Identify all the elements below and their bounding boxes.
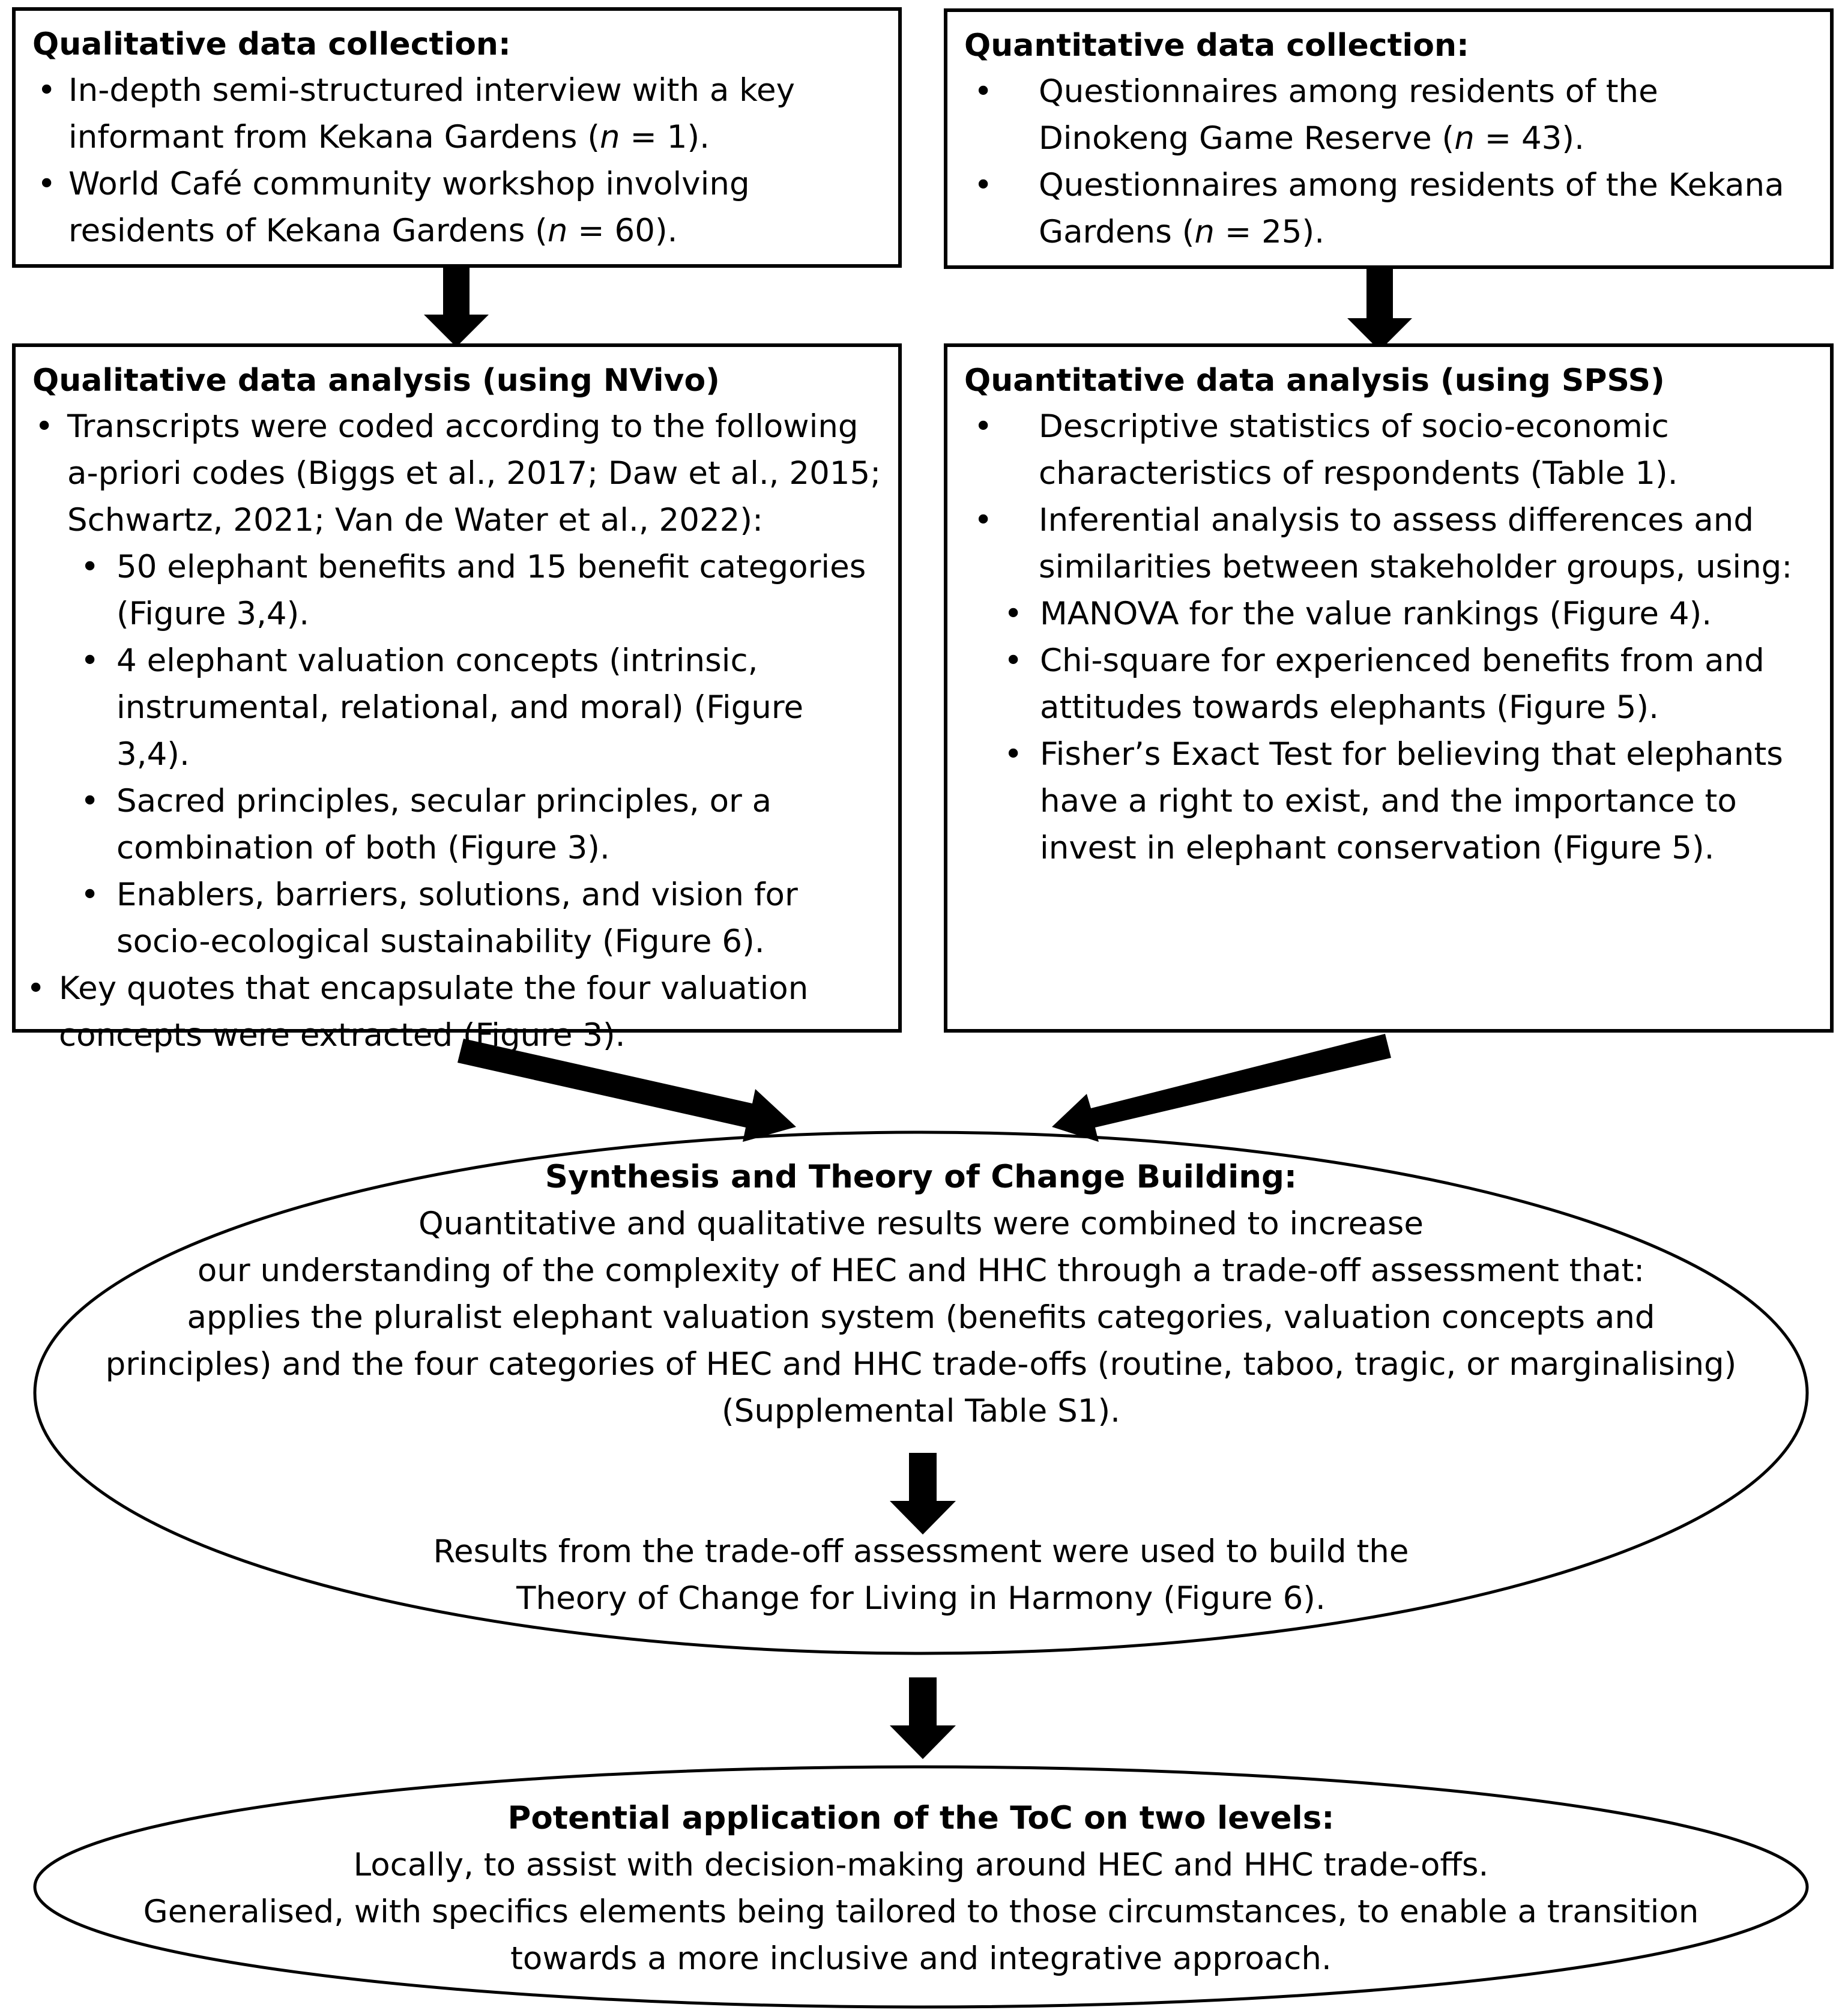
application-line: Locally, to assist with decision-making … [353, 1847, 1489, 1883]
synthesis-line: our understanding of the complexity of H… [197, 1252, 1645, 1289]
arrow-synthesis-to-results [890, 1453, 956, 1535]
qualitative-collection-title: Qualitative data collection: [32, 26, 511, 62]
arrow-qual-collection-to-analysis [424, 264, 489, 347]
arrow-quant-collection-to-analysis [1347, 267, 1412, 351]
qualitative-collection-item: In-depth semi-structured interview with … [32, 67, 881, 161]
coding-sub-item: Sacred principles, secular principles, o… [73, 778, 881, 872]
quantitative-collection-title: Quantitative data collection: [964, 28, 1469, 64]
inferential-sub-item: Fisher’s Exact Test for believing that e… [997, 731, 1813, 872]
application-ellipse [33, 1765, 1809, 2009]
qualitative-analysis-item: Key quotes that encapsulate the four val… [24, 965, 881, 1059]
quantitative-analysis-item: Inferential analysis to assess differenc… [964, 497, 1813, 872]
qualitative-analysis-item: Transcripts were coded according to the … [32, 403, 881, 965]
synthesis-text: Synthesis and Theory of Change Building:… [60, 1154, 1782, 1435]
synthesis-result-line: Results from the trade-off assessment we… [433, 1533, 1409, 1570]
synthesis-line: Quantitative and qualitative results wer… [418, 1206, 1424, 1242]
qualitative-analysis-box: Qualitative data analysis (using NVivo) … [12, 343, 902, 1054]
qualitative-collection-box: Qualitative data collection: In-depth se… [12, 7, 902, 268]
coding-sub-item: 50 elephant benefits and 15 benefit cate… [73, 544, 881, 638]
inferential-sub-item: MANOVA for the value rankings (Figure 4)… [997, 591, 1813, 638]
arrow-synthesis-to-application [890, 1677, 956, 1759]
synthesis-line: (Supplemental Table S1). [722, 1393, 1120, 1429]
application-title: Potential application of the ToC on two … [507, 1800, 1335, 1836]
application-line: towards a more inclusive and integrative… [510, 1940, 1332, 1977]
coding-sub-item: Enablers, barriers, solutions, and visio… [73, 872, 881, 965]
qualitative-collection-item: World Café community workshop involving … [32, 161, 881, 255]
synthesis-title: Synthesis and Theory of Change Building: [545, 1159, 1297, 1195]
quantitative-analysis-box: Quantitative data analysis (using SPSS) … [944, 343, 1834, 1033]
quantitative-collection-box: Quantitative data collection: Questionna… [944, 8, 1834, 269]
coding-sub-item: 4 elephant valuation concepts (intrinsic… [73, 638, 881, 778]
quantitative-collection-item: Questionnaires among residents of the Di… [964, 68, 1813, 162]
synthesis-line: principles) and the four categories of H… [105, 1346, 1737, 1383]
qualitative-analysis-title: Qualitative data analysis (using NVivo) [32, 363, 720, 399]
quantitative-collection-item: Questionnaires among residents of the Ke… [964, 162, 1813, 256]
quantitative-analysis-item: Descriptive statistics of socio-economic… [964, 403, 1813, 497]
arrow-quant-analysis-to-synthesis [1052, 1034, 1391, 1142]
synthesis-line: applies the pluralist elephant valuation… [187, 1299, 1655, 1336]
inferential-sub-item: Chi-square for experienced benefits from… [997, 638, 1813, 731]
synthesis-ellipse [33, 1130, 1809, 1655]
application-line: Generalised, with specifics elements bei… [143, 1894, 1699, 1930]
quantitative-analysis-title: Quantitative data analysis (using SPSS) [964, 363, 1665, 399]
synthesis-result-line: Theory of Change for Living in Harmony (… [516, 1580, 1326, 1617]
application-text: Potential application of the ToC on two … [60, 1795, 1782, 1982]
synthesis-result-text: Results from the trade-off assessment we… [180, 1529, 1662, 1622]
arrow-qual-analysis-to-synthesis [457, 1039, 796, 1142]
